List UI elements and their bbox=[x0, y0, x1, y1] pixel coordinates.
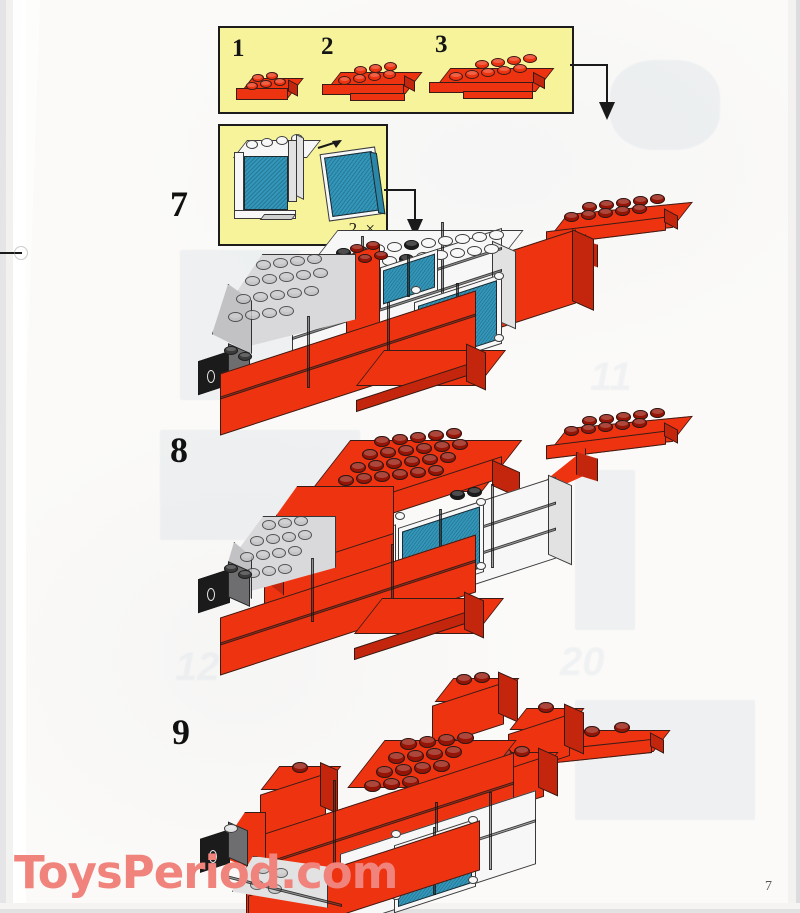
part-number-2: 2 bbox=[321, 33, 334, 60]
tail-plate bbox=[554, 722, 694, 792]
lower-red-hull bbox=[220, 534, 550, 676]
page-edge-right bbox=[782, 0, 800, 913]
front-top-block bbox=[260, 760, 370, 842]
page-binding-edge bbox=[0, 0, 26, 913]
part-number-1: 1 bbox=[232, 35, 245, 62]
part-red-plate-2x6 bbox=[320, 62, 430, 110]
part-red-brick-2x3 bbox=[236, 70, 304, 104]
part-red-plate-2x8 bbox=[427, 54, 567, 110]
tail-boom bbox=[526, 408, 698, 532]
registration-circle bbox=[14, 246, 28, 260]
part-number-3: 3 bbox=[435, 31, 448, 58]
step-number-7: 7 bbox=[170, 184, 188, 224]
arrow-parts-to-step7 bbox=[570, 64, 640, 124]
rotor-mount-rear bbox=[432, 671, 542, 750]
red-roof-plate bbox=[306, 428, 556, 542]
step-7-model bbox=[196, 194, 696, 436]
grey-underside-skid bbox=[222, 846, 382, 913]
registration-mark bbox=[0, 252, 22, 254]
black-nose-brick bbox=[198, 561, 258, 618]
step-8-model bbox=[196, 404, 698, 676]
roof-stud-plate bbox=[346, 732, 556, 830]
watermark: ToysPeriod.com bbox=[14, 846, 399, 899]
black-nose-brick bbox=[200, 821, 260, 878]
white-mid-hull bbox=[436, 474, 596, 616]
step-number-8: 8 bbox=[170, 430, 188, 470]
parts-callout-bricks: 1 2 3 bbox=[218, 26, 574, 114]
rotor-hub-block bbox=[508, 702, 608, 782]
step-number-9: 9 bbox=[172, 712, 190, 752]
black-nose-brick bbox=[198, 343, 258, 400]
lower-red-hull bbox=[220, 290, 550, 436]
insertion-arrow-icon bbox=[317, 140, 342, 149]
page-number: 7 bbox=[765, 879, 772, 894]
parts-callout-window: 2 × bbox=[218, 124, 388, 246]
upper-blue-window bbox=[380, 248, 442, 310]
red-vertical-band bbox=[346, 241, 392, 360]
part-white-window-frame bbox=[232, 134, 337, 231]
step-9-model bbox=[196, 646, 696, 913]
grey-nose-cockpit bbox=[212, 254, 372, 384]
